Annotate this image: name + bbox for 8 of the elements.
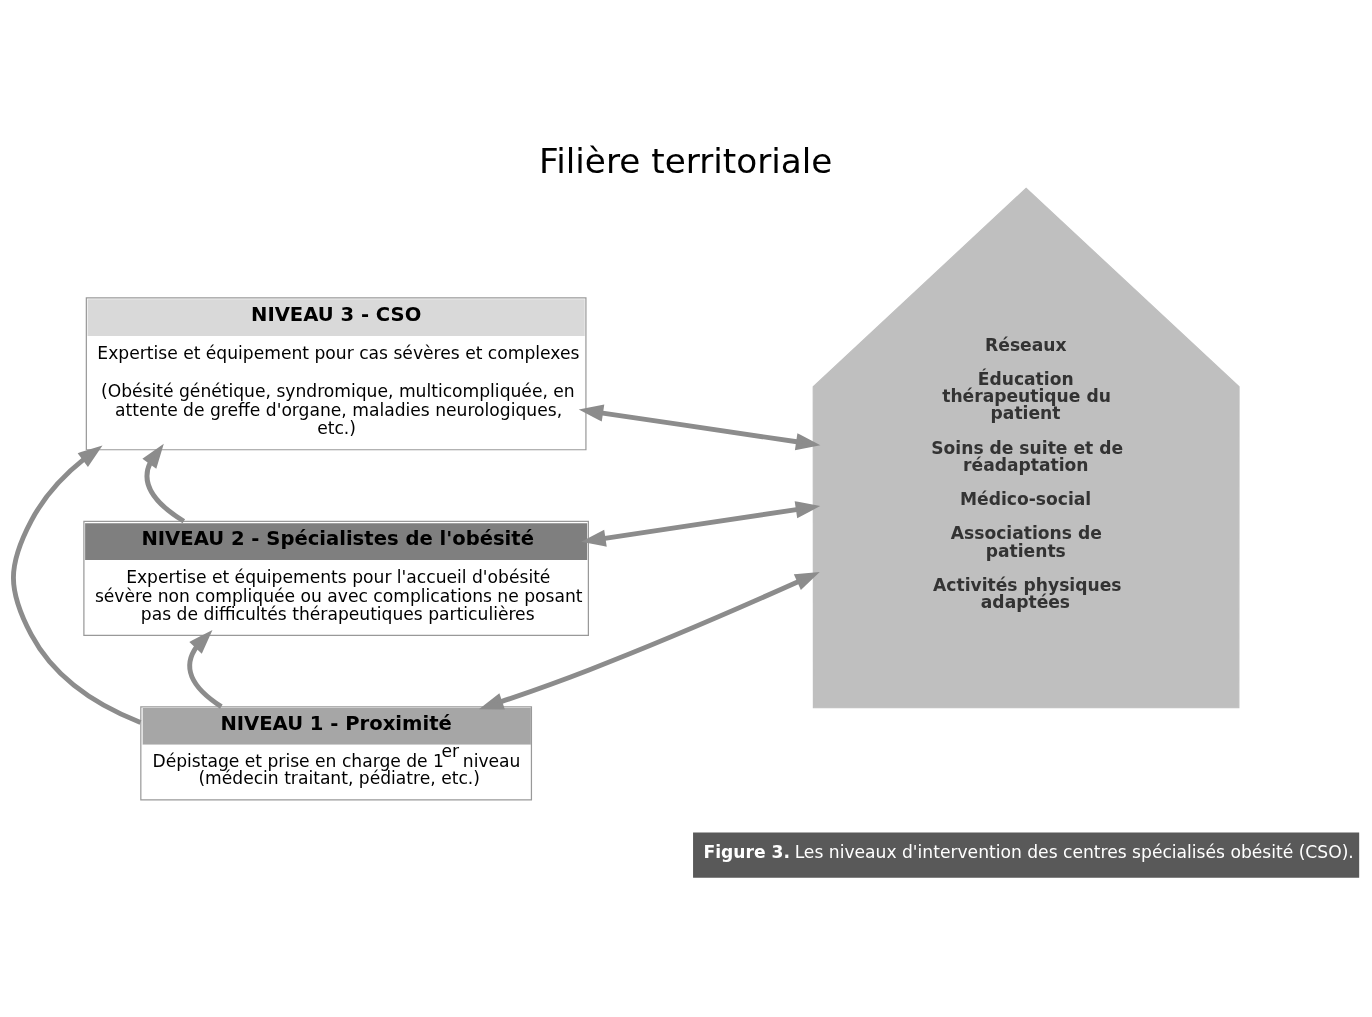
arrow (142, 443, 186, 523)
caption: Figure 3. Les niveaux d'intervention des centres spécialisés obésité (CSO). (703, 841, 1354, 862)
arrow (187, 629, 223, 709)
arrow (581, 500, 821, 547)
arrow (578, 404, 821, 450)
diagram-title: Filière territoriale (539, 140, 833, 181)
arrow (478, 571, 820, 709)
arrow (11, 444, 142, 725)
